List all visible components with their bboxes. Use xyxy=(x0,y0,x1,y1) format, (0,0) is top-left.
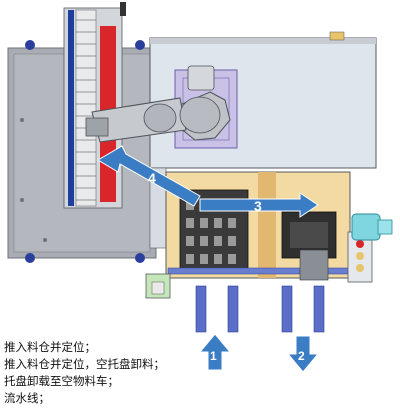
legend-item-2: 推入料仓并定位，空托盘卸料； xyxy=(4,357,165,371)
legend-item-3: 托盘卸载至空物料车； xyxy=(4,374,119,388)
tray-bay xyxy=(165,171,351,281)
sensor-bracket xyxy=(145,273,171,299)
arrow-4: 4 xyxy=(97,145,201,207)
connector xyxy=(351,213,393,241)
legend: 推入料仓并定位； 推入料仓并定位，空托盘卸料； 托盘卸载至空物料车； 流水线； xyxy=(4,339,304,407)
arrow-2-label: 2 xyxy=(298,349,305,363)
arrow-4-label: 4 xyxy=(148,170,156,186)
arrow-3-label: 3 xyxy=(254,198,262,214)
tray-magazine xyxy=(63,2,126,209)
conveyor-rails xyxy=(195,285,325,333)
arrow-3: 3 xyxy=(199,192,319,218)
legend-item-4: 流水线； xyxy=(4,391,50,405)
arrow-2: 2 xyxy=(286,335,320,373)
arrow-1-label: 1 xyxy=(210,349,217,363)
robot-arm xyxy=(85,65,231,143)
legend-item-1: 推入料仓并定位； xyxy=(4,340,96,354)
arrow-1: 1 xyxy=(198,333,232,371)
